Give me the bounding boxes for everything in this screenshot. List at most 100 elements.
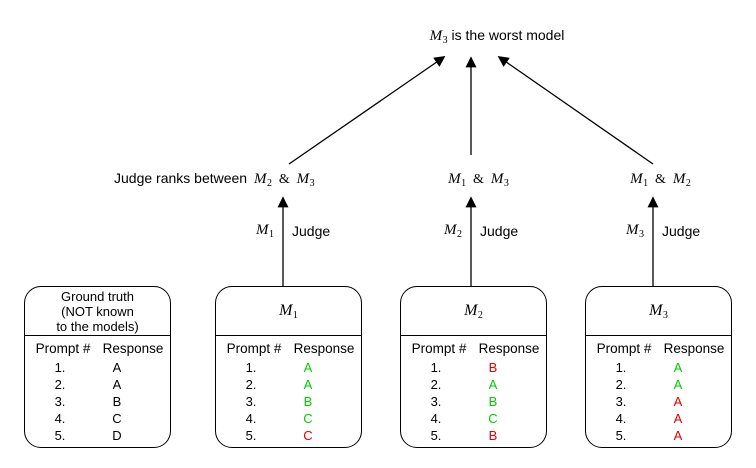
model-name-math: M2	[464, 302, 483, 321]
judge-model-base: M	[256, 222, 269, 238]
comparison-prefix: Judge ranks between	[114, 170, 248, 186]
model-name-sub: 2	[477, 309, 483, 321]
model-name-sub: 3	[662, 309, 668, 321]
col-response-label: Response	[102, 341, 164, 356]
judge-model-base: M	[444, 222, 457, 238]
comparison-right-math: M3	[296, 171, 315, 189]
comparison-left-math: M1	[448, 171, 467, 189]
response-value: B	[112, 394, 122, 409]
response-value: A	[112, 377, 122, 392]
comparison-right-sub: 3	[503, 178, 509, 189]
col-prompt-label: Prompt #	[411, 341, 467, 356]
model-box-m1-title: M1	[216, 287, 361, 336]
table-row: 2. A	[401, 376, 546, 393]
comparison-left-sub: 1	[461, 178, 467, 189]
table-row: 1. A	[586, 359, 731, 376]
comparison-left-base: M	[630, 171, 643, 187]
col-prompt-label: Prompt #	[35, 341, 91, 356]
prompt-number: 5.	[430, 428, 442, 443]
model-box-m1: M1 Prompt # Response 1. A 2. A 3. B 4. C	[215, 286, 362, 448]
model-name-base: M	[649, 301, 663, 319]
table-row: 3. B	[216, 393, 361, 410]
ampersand: &	[473, 172, 484, 187]
prompt-number: 1.	[615, 360, 627, 375]
response-value: C	[303, 428, 313, 443]
model-box-m2-title: M2	[401, 287, 546, 336]
table-row: 4. A	[586, 410, 731, 427]
comparison-left-sub: 1	[643, 178, 649, 189]
table-row: 4. C	[25, 410, 170, 427]
comparison-left-base: M	[253, 171, 267, 187]
response-value: A	[303, 360, 313, 375]
prompt-number: 3.	[430, 394, 442, 409]
model-name-math: M1	[279, 302, 298, 321]
col-response-label: Response	[663, 341, 725, 356]
response-value: A	[303, 377, 313, 392]
comparison-right-base: M	[296, 171, 310, 187]
judge-model-base: M	[626, 222, 639, 238]
table-header-row: Prompt # Response	[216, 341, 361, 357]
model-box-m3: M3 Prompt # Response 1. A 2. A 3. A 4. A	[585, 286, 732, 448]
comparison-right-math: M2	[673, 171, 691, 189]
response-value: A	[673, 360, 683, 375]
conclusion-model-base: M	[429, 28, 443, 44]
ground-truth-table: Prompt # Response 1. A 2. A 3. B 4. C 5.…	[25, 336, 170, 444]
col-response-label: Response	[478, 341, 540, 356]
response-value: A	[673, 411, 683, 426]
col-prompt-label: Prompt #	[226, 341, 282, 356]
table-row: 1. A	[216, 359, 361, 376]
model-box-m2-table: Prompt # Response 1. B 2. A 3. B 4. C 5.…	[401, 336, 546, 444]
response-value: A	[488, 377, 498, 392]
judge-word: Judge	[480, 223, 519, 239]
prompt-number: 1.	[430, 360, 442, 375]
prompt-number: 2.	[245, 377, 257, 392]
table-row: 1. B	[401, 359, 546, 376]
response-value: C	[112, 411, 122, 426]
table-header-row: Prompt # Response	[401, 341, 546, 357]
ground-truth-box: Ground truth (NOT known to the models) P…	[24, 286, 171, 448]
prompt-number: 3.	[615, 394, 627, 409]
prompt-number: 1.	[245, 360, 257, 375]
table-header-row: Prompt # Response	[25, 341, 170, 357]
prompt-number: 5.	[615, 428, 627, 443]
model-name-sub: 1	[292, 309, 298, 321]
prompt-number: 2.	[615, 377, 627, 392]
response-value: B	[488, 428, 498, 443]
prompt-number: 3.	[245, 394, 257, 409]
table-header-row: Prompt # Response	[586, 341, 731, 357]
response-value: B	[303, 394, 313, 409]
conclusion-model-math: M3	[429, 28, 448, 46]
prompt-number: 4.	[245, 411, 257, 426]
ground-truth-title-line1: Ground truth	[61, 288, 134, 304]
comparison-right-sub: 2	[685, 178, 691, 189]
prompt-number: 1.	[54, 360, 66, 375]
model-box-m1-table: Prompt # Response 1. A 2. A 3. B 4. C 5.…	[216, 336, 361, 444]
arrow-comparison1-to-conclusion	[288, 56, 446, 165]
comparison-right-math: M3	[491, 171, 509, 189]
prompt-number: 4.	[430, 411, 442, 426]
comparison-left-sub: 2	[266, 178, 272, 189]
table-row: 5. C	[216, 427, 361, 444]
comparison-left-base: M	[448, 171, 461, 187]
model-box-m2: M2 Prompt # Response 1. B 2. A 3. B 4. C	[400, 286, 547, 448]
model-box-m3-table: Prompt # Response 1. A 2. A 3. A 4. A 5.…	[586, 336, 731, 444]
table-row: 5. D	[25, 427, 170, 444]
comparison-right-sub: 3	[309, 178, 315, 189]
response-value: A	[673, 428, 683, 443]
response-value: A	[673, 394, 683, 409]
prompt-number: 5.	[245, 428, 257, 443]
col-prompt-label: Prompt #	[596, 341, 652, 356]
comparison-left-math: M1	[630, 171, 649, 189]
comparison-left-math: M2	[253, 171, 272, 189]
judge-model-sub: 2	[457, 229, 462, 240]
col-response-label: Response	[293, 341, 355, 356]
ampersand: &	[655, 172, 666, 187]
response-value: B	[488, 360, 498, 375]
model-name-math: M3	[649, 302, 668, 321]
response-value: B	[488, 394, 498, 409]
judge-word: Judge	[292, 223, 331, 239]
judge-model-sub: 3	[639, 229, 644, 240]
table-row: 1. A	[25, 359, 170, 376]
model-name-base: M	[279, 301, 293, 319]
